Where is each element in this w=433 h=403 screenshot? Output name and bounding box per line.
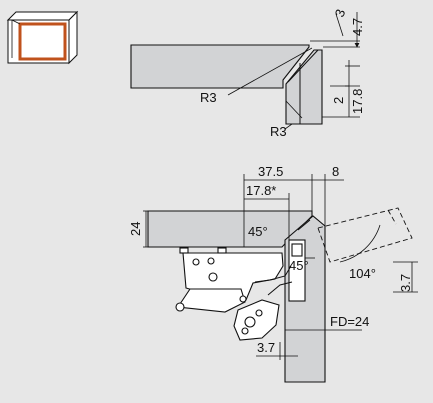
top-edge-diagram: R3 R3 3 4.7 2 17.8 xyxy=(130,7,365,139)
dim-3-7-bottom-label: 3.7 xyxy=(257,340,275,355)
hinge-assembly-diagram: 37.5 8 17.8* 24 45° 45° 104° 3.7 FD=24 3… xyxy=(128,164,418,383)
dim-3-label: 3 xyxy=(332,7,349,19)
dim-8-label: 8 xyxy=(332,164,339,179)
dim-4-7-label: 4.7 xyxy=(350,18,365,36)
dim-17-8-star-label: 17.8* xyxy=(246,183,276,198)
dim-fd-label: FD=24 xyxy=(330,314,369,329)
angle-104-label: 104° xyxy=(349,266,376,281)
angle-45-top-label: 45° xyxy=(248,224,268,239)
hinge-mechanism xyxy=(175,239,306,341)
radius-label-bottom: R3 xyxy=(270,124,287,139)
dim-24-label: 24 xyxy=(128,222,143,236)
angle-45-bottom-label: 45° xyxy=(289,258,309,273)
dim-3-7-right-label: 3.7 xyxy=(398,274,413,292)
side-panel-top-view xyxy=(130,44,310,89)
dim-37-5-label: 37.5 xyxy=(258,164,283,179)
dim-2-label: 2 xyxy=(331,97,346,104)
radius-label-left: R3 xyxy=(200,90,217,105)
door-panel-top-view xyxy=(285,49,323,125)
dim-17-8-label: 17.8 xyxy=(350,89,365,114)
opened-door-outline xyxy=(317,207,413,263)
cabinet-box-icon xyxy=(6,10,79,65)
